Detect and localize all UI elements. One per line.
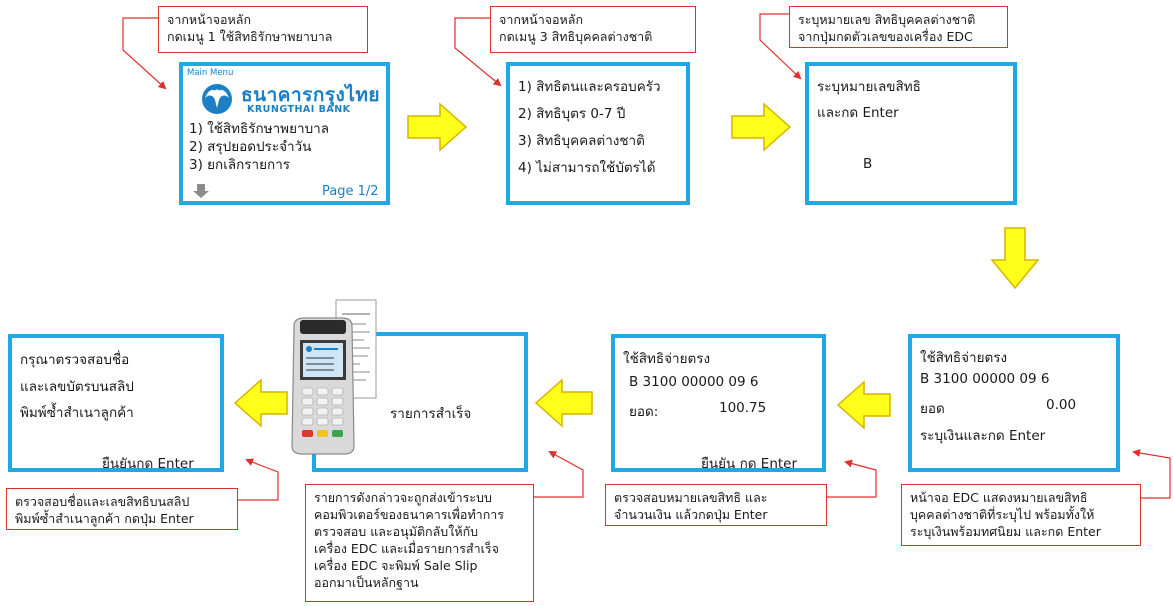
- flow-arrow-left-2: [534, 378, 593, 428]
- note-step1: จากหน้าจอหลัก กดเมนู 1 ใช้สิทธิรักษาพยาบ…: [158, 6, 368, 53]
- bank-logo-english: KRUNGTHAI BANK: [247, 104, 351, 115]
- screen-main-menu: Main Menu ธนาคารกรุงไทย KRUNGTHAI BANK 1…: [179, 62, 390, 205]
- bank-logo-thai: ธนาคารกรุงไทย: [241, 84, 381, 106]
- amount-label: ยอด: [920, 401, 945, 417]
- note-step6-line5: เครื่อง EDC จะพิมพ์ Sale Slip: [314, 558, 478, 573]
- screen-success: รายการสำเร็จ: [312, 332, 528, 472]
- confirm-id-number: B 3100 00000 09 6: [629, 374, 759, 390]
- flow-arrow-right-2: [731, 102, 792, 152]
- rights-item-1[interactable]: 1) สิทธิตนและครอบครัว: [518, 79, 661, 95]
- confirm-enter-label[interactable]: ยืนยัน กด Enter: [701, 456, 798, 472]
- flow-arrow-down: [990, 227, 1040, 290]
- note-step7-line1: ตรวจสอบชื่อและเลขสิทธิบนสลิป: [15, 494, 190, 509]
- note-step4-line1: หน้าจอ EDC แสดงหมายเลขสิทธิ: [910, 490, 1088, 505]
- direct-pay-title: ใช้สิทธิจ่ายตรง: [920, 350, 1008, 366]
- note-step4-line2: บุคคลต่างชาติที่ระบุไป พร้อมทั้งให้: [910, 507, 1095, 522]
- rights-id-number: B 3100 00000 09 6: [920, 371, 1050, 387]
- check-slip-line1: กรุณาตรวจสอบชื่อ: [20, 352, 130, 368]
- note-step1-line2: กดเมนู 1 ใช้สิทธิรักษาพยาบาล: [167, 29, 333, 44]
- connector-note6: [534, 451, 584, 498]
- screen-rights-menu: 1) สิทธิตนและครอบครัว 2) สิทธิบุตร 0-7 ป…: [506, 62, 690, 205]
- enter-amount-prompt: ระบุเงินและกด Enter: [920, 428, 1046, 444]
- enter-id-line1: ระบุหมายเลขสิทธิ: [817, 79, 921, 95]
- edc-terminal-icon: [291, 299, 377, 455]
- krungthai-bird-logo-icon: [202, 84, 232, 114]
- connector-note5: [827, 459, 877, 498]
- check-slip-confirm[interactable]: ยืนยันกด Enter: [102, 456, 194, 472]
- menu-item-1[interactable]: 1) ใช้สิทธิรักษาพยาบาล: [189, 121, 329, 137]
- note-step6-line6: ออกมาเป็นหลักฐาน: [314, 575, 419, 590]
- main-menu-label: Main Menu: [187, 68, 234, 78]
- confirm-title: ใช้สิทธิจ่ายตรง: [623, 351, 711, 367]
- rights-item-2[interactable]: 2) สิทธิบุตร 0-7 ปี: [518, 106, 626, 122]
- screen-confirm: ใช้สิทธิจ่ายตรง B 3100 00000 09 6 ยอด: 1…: [611, 334, 826, 472]
- confirm-amount-value: 100.75: [719, 400, 767, 416]
- enter-id-line2: และกด Enter: [817, 105, 899, 121]
- screen-enter-amount: ใช้สิทธิจ่ายตรง B 3100 00000 09 6 ยอด 0.…: [908, 334, 1120, 472]
- note-step5-line1: ตรวจสอบหมายเลขสิทธิ และ: [614, 490, 768, 505]
- note-step3: ระบุหมายเลข สิทธิบุคคลต่างชาติ จากปุ่มกด…: [789, 6, 1008, 48]
- note-step6: รายการดังกล่าวจะถูกส่งเข้าระบบ คอมพิวเตอ…: [305, 484, 534, 602]
- note-step5: ตรวจสอบหมายเลขสิทธิ และ จำนวนเงิน แล้วกด…: [605, 484, 827, 526]
- flow-arrow-right-1: [407, 102, 468, 152]
- note-step2: จากหน้าจอหลัก กดเมนู 3 สิทธิบุคคลต่างชาต…: [490, 6, 696, 53]
- amount-value[interactable]: 0.00: [1046, 397, 1077, 413]
- page-indicator: Page 1/2: [322, 184, 379, 199]
- note-step6-line4: เครื่อง EDC และเมื่อรายการสำเร็จ: [314, 541, 499, 556]
- check-slip-line2: และเลขบัตรบนสลิป: [20, 379, 134, 395]
- arrow-down-icon[interactable]: [193, 183, 209, 199]
- screen-enter-id: ระบุหมายเลขสิทธิ และกด Enter B: [805, 62, 1017, 205]
- menu-item-3[interactable]: 3) ยกเลิกรายการ: [189, 157, 291, 173]
- flow-arrow-left-1: [836, 380, 891, 430]
- note-step7-line2: พิมพ์ซ้ำสำเนาลูกค้า กดปุ่ม Enter: [15, 511, 194, 526]
- success-text: รายการสำเร็จ: [390, 406, 472, 422]
- entered-id-value[interactable]: B: [863, 156, 873, 172]
- note-step2-line1: จากหน้าจอหลัก: [499, 12, 584, 27]
- check-slip-line3: พิมพ์ซ้ำสำเนาลูกค้า: [20, 405, 134, 421]
- note-step4-line3: ระบุเงินพร้อมทศนิยม และกด Enter: [910, 524, 1101, 539]
- rights-item-3[interactable]: 3) สิทธิบุคคลต่างชาติ: [518, 133, 645, 149]
- note-step3-line2: จากปุ่มกดตัวเลขของเครื่อง EDC: [798, 29, 973, 44]
- menu-item-2[interactable]: 2) สรุปยอดประจำวัน: [189, 139, 312, 155]
- note-step1-line1: จากหน้าจอหลัก: [167, 12, 252, 27]
- note-step4: หน้าจอ EDC แสดงหมายเลขสิทธิ บุคคลต่างชาต…: [901, 484, 1141, 546]
- note-step6-line1: รายการดังกล่าวจะถูกส่งเข้าระบบ: [314, 490, 492, 505]
- note-step2-line2: กดเมนู 3 สิทธิบุคคลต่างชาติ: [499, 29, 653, 44]
- note-step7: ตรวจสอบชื่อและเลขสิทธิบนสลิป พิมพ์ซ้ำสำเ…: [6, 488, 238, 530]
- confirm-amount-label: ยอด:: [629, 404, 659, 420]
- rights-item-4[interactable]: 4) ไม่สามารถใช้บัตรได้: [518, 160, 656, 176]
- connector-note7: [238, 458, 279, 501]
- note-step3-line1: ระบุหมายเลข สิทธิบุคคลต่างชาติ: [798, 12, 976, 27]
- screen-check-slip: กรุณาตรวจสอบชื่อ และเลขบัตรบนสลิป พิมพ์ซ…: [8, 334, 224, 472]
- note-step6-line2: คอมพิวเตอร์ของธนาคารเพื่อทำการ: [314, 507, 505, 522]
- note-step6-line3: ตรวจสอบ และอนุมัติกลับให้กับ: [314, 524, 479, 539]
- note-step5-line2: จำนวนเงิน แล้วกดปุ่ม Enter: [614, 507, 768, 522]
